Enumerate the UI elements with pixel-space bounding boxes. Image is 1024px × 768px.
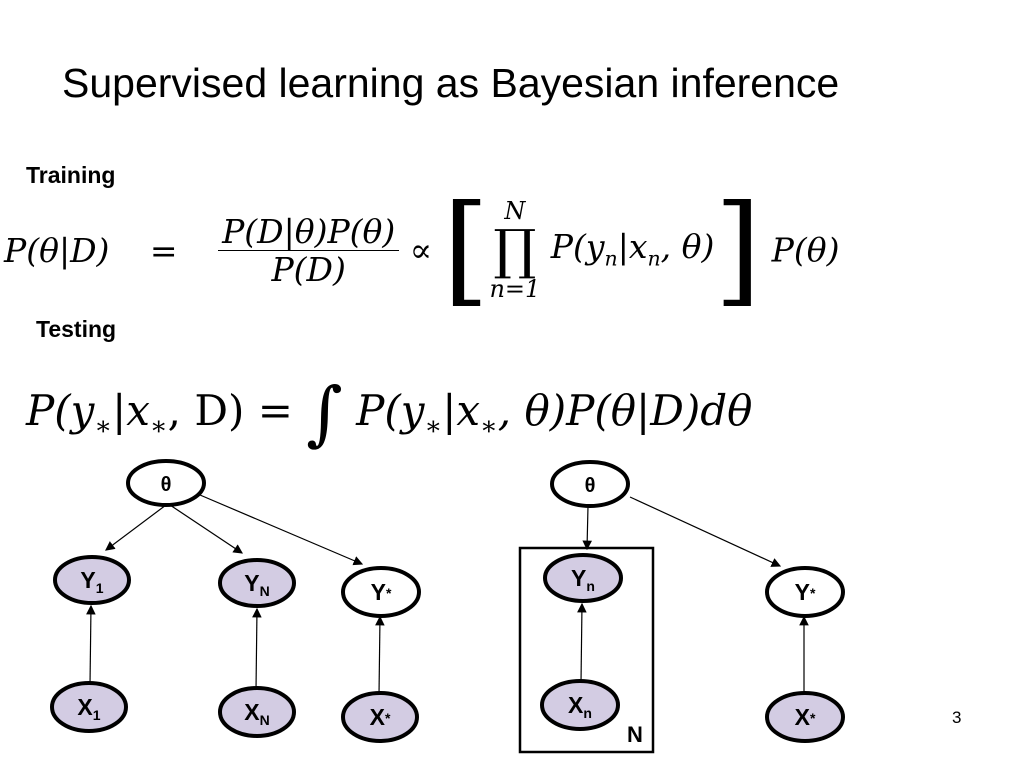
t: n bbox=[647, 247, 661, 272]
node-label: Y* bbox=[371, 579, 392, 605]
t: ∗ bbox=[424, 411, 443, 442]
node-label: X* bbox=[370, 704, 391, 730]
t: |x bbox=[442, 386, 481, 435]
numerator: P(D|θ)P(θ) bbox=[218, 215, 400, 251]
left-bracket: [ bbox=[442, 180, 490, 319]
node-label: Xn bbox=[568, 692, 592, 721]
prod-lower: n=1 bbox=[489, 275, 541, 303]
bayes-fraction: P(D|θ)P(θ)P(D) bbox=[218, 215, 400, 289]
right-ystar-node: Y* bbox=[765, 566, 845, 618]
right-yn-node: Yn bbox=[543, 553, 623, 603]
node-ellipse bbox=[543, 553, 623, 603]
node-ellipse bbox=[218, 686, 296, 738]
page-number: 3 bbox=[952, 708, 962, 727]
right-theta-node: θ bbox=[550, 460, 630, 508]
likelihood-term: P(yn|xn, θ) bbox=[550, 227, 715, 269]
node-ellipse bbox=[53, 555, 131, 605]
right-xn-node: Xn bbox=[540, 679, 620, 731]
t: n bbox=[604, 247, 618, 272]
node-ellipse bbox=[550, 460, 630, 508]
node-label: X* bbox=[795, 704, 816, 730]
prod-symbol: ∏ bbox=[493, 218, 537, 281]
slide-title: Supervised learning as Bayesian inferenc… bbox=[62, 60, 840, 106]
node-ellipse bbox=[50, 681, 128, 733]
node-ellipse bbox=[218, 558, 296, 608]
plate bbox=[518, 546, 655, 754]
node-label: Y* bbox=[795, 579, 816, 605]
node-label: YN bbox=[244, 570, 269, 599]
node-label: X1 bbox=[77, 694, 100, 723]
left-theta-node: θ bbox=[126, 459, 206, 507]
right-bracket: ] bbox=[714, 180, 762, 319]
t: P(y bbox=[342, 386, 425, 435]
node-ellipse bbox=[765, 691, 845, 743]
right-xstar-node: X* bbox=[765, 691, 845, 743]
left-y1-node: Y1 bbox=[53, 555, 131, 605]
left-yN-node: YN bbox=[218, 558, 296, 608]
t: |x bbox=[112, 386, 150, 435]
t: |x bbox=[617, 227, 648, 267]
t: ∗ bbox=[480, 411, 498, 442]
t: ∗ bbox=[149, 411, 168, 442]
edges bbox=[86, 494, 809, 696]
node-ellipse bbox=[341, 691, 419, 743]
node-label: XN bbox=[244, 699, 269, 728]
left-x1-node: X1 bbox=[50, 681, 128, 733]
integral-sign: ∫ bbox=[306, 372, 343, 454]
training-label: Training bbox=[26, 162, 116, 188]
prod-upper: N bbox=[504, 197, 526, 225]
node-label: θ bbox=[585, 475, 596, 497]
testing-equation: P(y∗|x∗, D) = ∫ P(y∗|x∗, θ)P(θ|D)dθ bbox=[26, 372, 752, 454]
equals-sign: = bbox=[149, 230, 178, 270]
left-xstar-node: X* bbox=[341, 691, 419, 743]
node-label: θ bbox=[161, 474, 172, 496]
product-operator: N∏n=1 bbox=[489, 199, 540, 301]
node-ellipse bbox=[341, 566, 421, 618]
proportional-sign: ∝ bbox=[409, 230, 433, 270]
t: , θ) bbox=[660, 227, 715, 267]
denominator: P(D) bbox=[271, 249, 346, 289]
t: , θ)P(θ|D)dθ bbox=[497, 386, 753, 435]
t: P(y bbox=[550, 227, 605, 267]
prior: P(θ) bbox=[771, 230, 840, 270]
node-ellipse bbox=[540, 679, 620, 731]
t: ∗ bbox=[94, 411, 113, 442]
plate-label: N bbox=[627, 722, 643, 747]
node-label: Yn bbox=[571, 565, 595, 594]
training-equation: P(θ|D) = P(D|θ)P(θ)P(D) ∝ [N∏n=1 P(yn|xn… bbox=[4, 190, 840, 310]
t: P(y bbox=[26, 386, 95, 435]
left-ystar-node: Y* bbox=[341, 566, 421, 618]
node-ellipse bbox=[126, 459, 206, 507]
t: , D) = bbox=[167, 386, 307, 435]
node-ellipse bbox=[765, 566, 845, 618]
node-label: Y1 bbox=[80, 567, 103, 596]
left-xN-node: XN bbox=[218, 686, 296, 738]
posterior: P(θ|D) bbox=[4, 230, 110, 270]
testing-label: Testing bbox=[36, 316, 117, 342]
